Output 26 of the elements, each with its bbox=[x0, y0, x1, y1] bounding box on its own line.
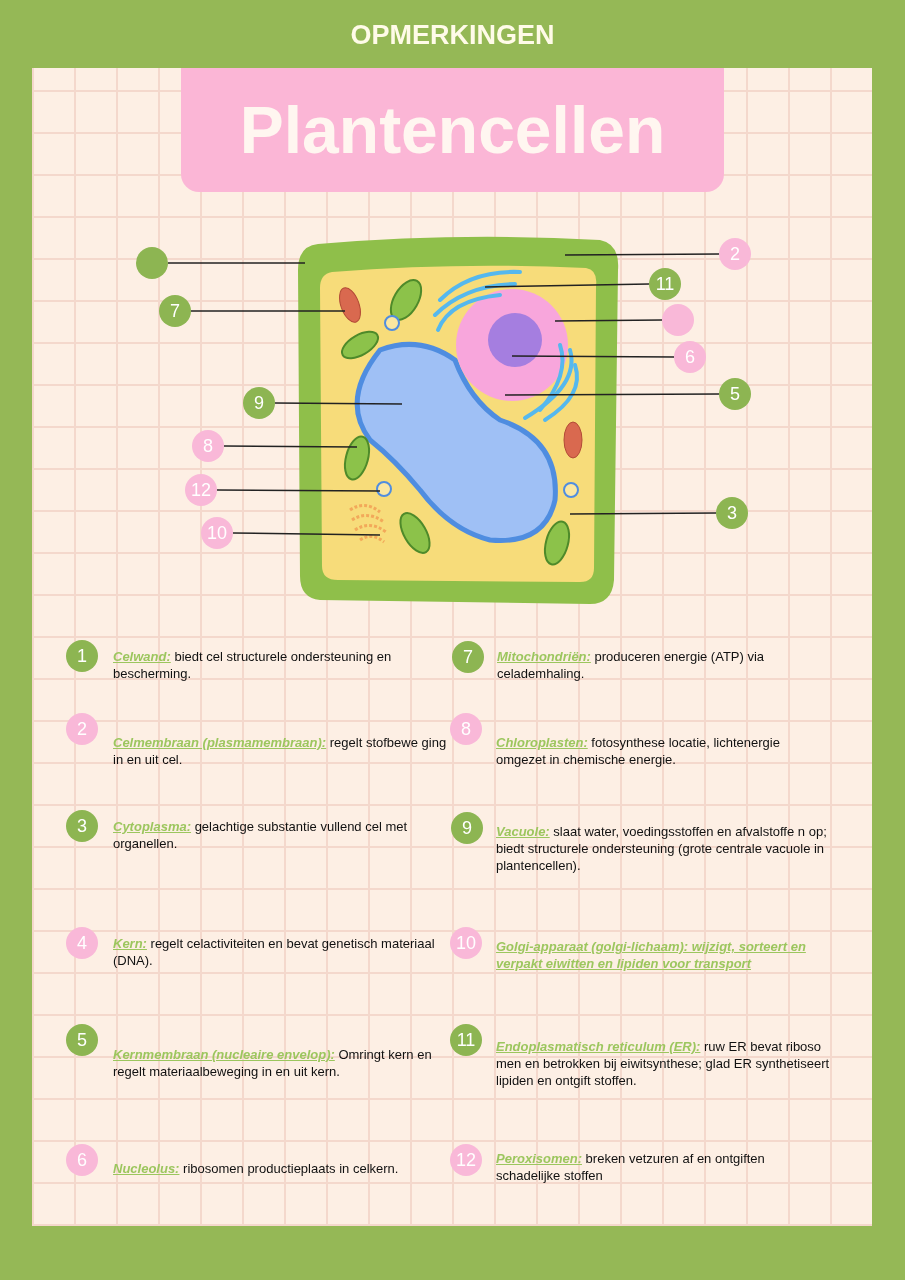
leader-line bbox=[569, 512, 717, 515]
leader-line bbox=[511, 355, 675, 358]
description-text: Vacuole: slaat water, voedingsstoffen en afvalstoffe n op; biedt structurele ondersteuning (grote centrale vacuole in plantencellen). bbox=[496, 823, 828, 874]
description-text: Chloroplasten: fotosynthese locatie, lichtenergie omgezet in chemische energie. bbox=[496, 734, 781, 768]
description-text: Nucleolus: ribosomen productieplaats in celkern. bbox=[113, 1160, 400, 1177]
description-text: Golgi-apparaat (golgi-lichaam): wijzigt, sorteert en verpakt eiwitten en lipiden voor transport bbox=[496, 938, 807, 972]
description-text: Cytoplasma: gelachtige substantie vullend cel met organellen. bbox=[113, 818, 409, 852]
title-banner: Plantencellen bbox=[181, 68, 724, 192]
leader-line bbox=[216, 489, 381, 492]
leader-line bbox=[484, 283, 650, 288]
description-text: Celmembraan (plasmamembraan): regelt stofbewe ging in en uit cel. bbox=[113, 734, 448, 768]
leader-line bbox=[190, 310, 346, 312]
description-text: Peroxisomen: breken vetzuren af en ontgiften schadelijke stoffen bbox=[496, 1150, 766, 1184]
leader-line bbox=[504, 393, 720, 396]
leader-line bbox=[274, 402, 403, 405]
leader-line bbox=[232, 532, 381, 536]
description-text: Kernmembraan (nucleaire envelop): Omringt kern en regelt materiaalbeweging in en uit kern. bbox=[113, 1046, 433, 1080]
leader-line bbox=[167, 262, 306, 264]
leader-line bbox=[564, 253, 720, 256]
description-text: Endoplasmatisch reticulum (ER): ruw ER bevat riboso men en betrokken bij eiwitsynthese; glad ER synthetiseert lipiden en ontgift stoffen. bbox=[496, 1038, 831, 1089]
description-text: Celwand: biedt cel structurele ondersteuning en bescherming. bbox=[113, 648, 393, 682]
description-text: Mitochondriën: produceren energie (ATP) via celademhaling. bbox=[497, 648, 766, 682]
header-text: OPMERKINGEN bbox=[350, 20, 555, 50]
description-text: Kern: regelt celactiviteiten en bevat genetisch materiaal (DNA). bbox=[113, 935, 436, 969]
leader-line bbox=[223, 445, 358, 448]
leader-line bbox=[554, 319, 663, 322]
